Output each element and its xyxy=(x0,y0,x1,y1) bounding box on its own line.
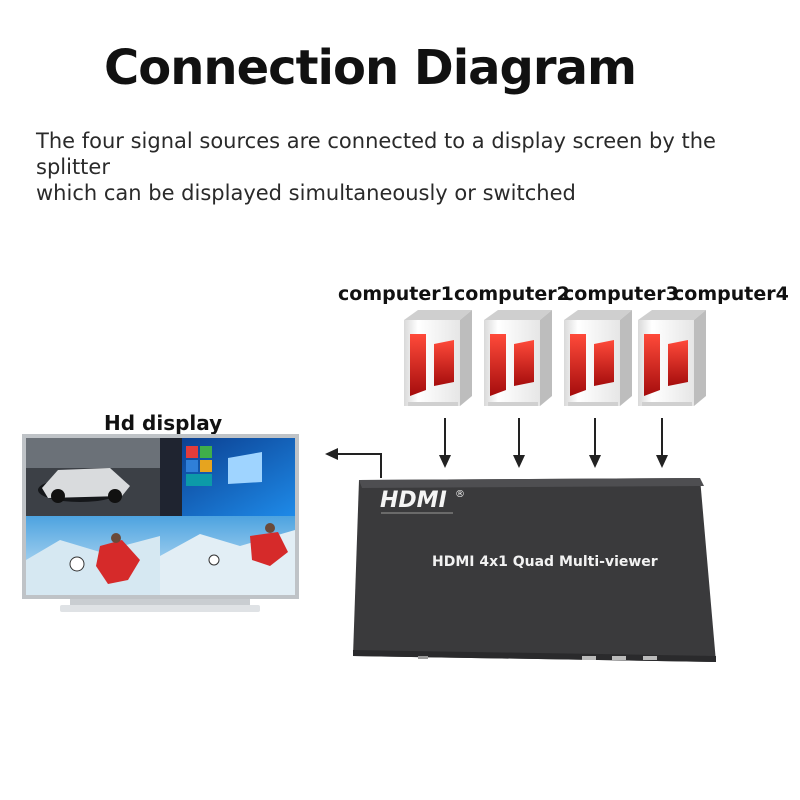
computer-4-icon xyxy=(638,310,706,406)
hdmi-multiviewer-device xyxy=(353,478,716,662)
computer-3-icon xyxy=(564,310,632,406)
hdmi-logo-text: HDMI xyxy=(380,488,447,513)
hdmi-logo-mark: ® xyxy=(455,489,465,500)
computer-label-2: computer2 xyxy=(454,283,570,305)
computer-label-4: computer4 xyxy=(673,283,789,305)
arrow-down-icon-4 xyxy=(656,418,668,468)
display-label: Hd display xyxy=(104,411,223,435)
tv-monitor-icon xyxy=(22,434,299,612)
page-title: Connection Diagram xyxy=(104,40,637,96)
arrow-down-icon-1 xyxy=(439,418,451,468)
page-subtitle: The four signal sources are connected to… xyxy=(36,128,776,206)
hdmi-logo-icon: HDMI ® xyxy=(380,488,465,514)
computer-label-1: computer1 xyxy=(338,283,454,305)
subtitle-line-1: The four signal sources are connected to… xyxy=(36,129,716,179)
subtitle-line-2: which can be displayed simultaneously or… xyxy=(36,181,576,205)
arrow-down-icon-2 xyxy=(513,418,525,468)
computer-label-3: computer3 xyxy=(563,283,679,305)
arrow-output-icon xyxy=(325,448,382,478)
computer-1-icon xyxy=(404,310,472,406)
arrow-down-icon-3 xyxy=(589,418,601,468)
device-name: HDMI 4x1 Quad Multi-viewer xyxy=(432,554,658,570)
computer-2-icon xyxy=(484,310,552,406)
